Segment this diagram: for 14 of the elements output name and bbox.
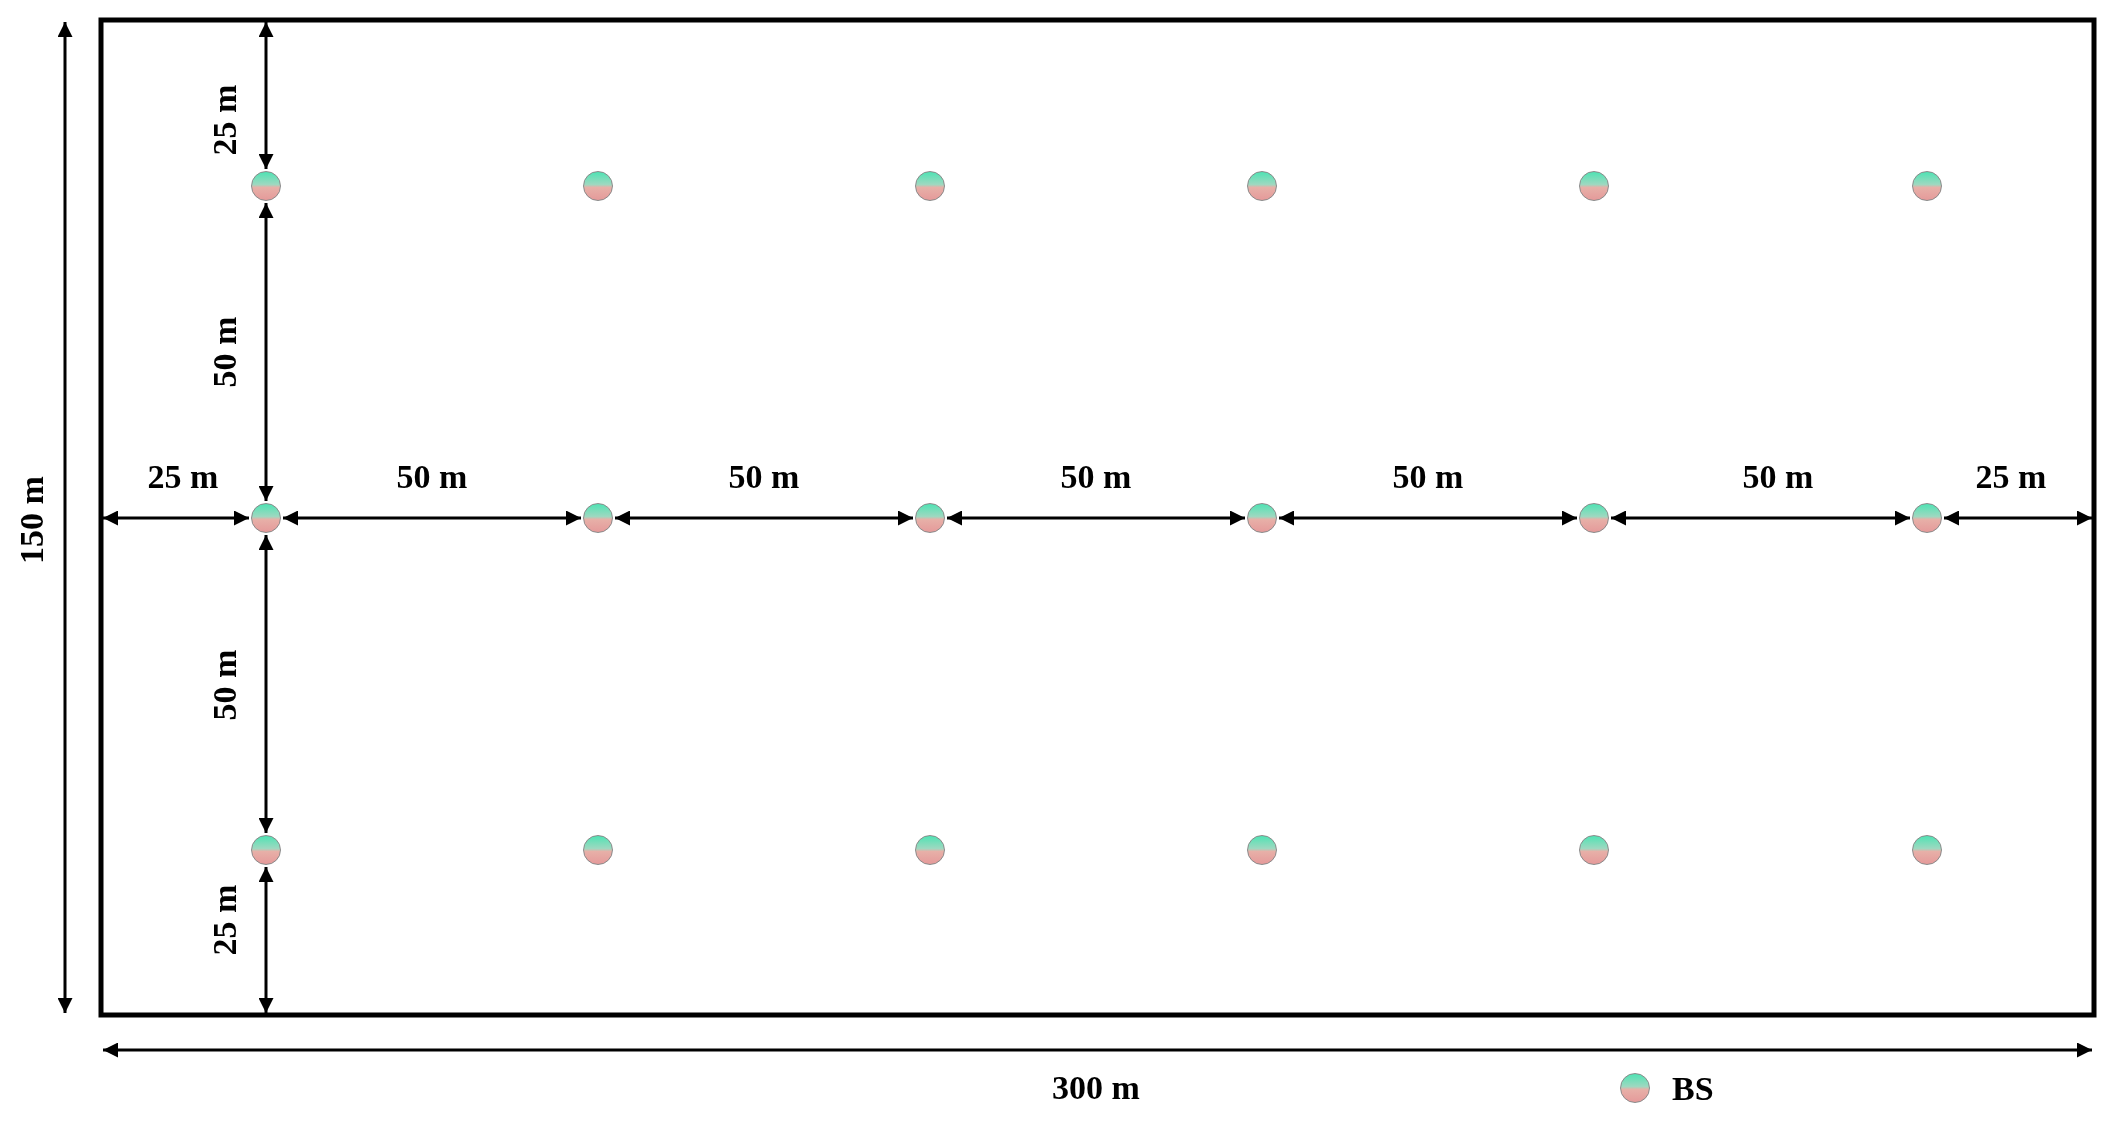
dimension-label: 50 m	[207, 649, 242, 721]
dimension-label: 50 m	[1392, 460, 1464, 494]
dimension-label: 25 m	[207, 84, 242, 156]
dimension-label: 150 m	[14, 476, 49, 564]
dimension-label: 25 m	[147, 460, 219, 494]
dimension-label: 50 m	[1060, 460, 1132, 494]
dimension-label: 300 m	[1052, 1071, 1140, 1105]
dimension-label: 25 m	[1975, 460, 2047, 494]
dimension-label: 50 m	[396, 460, 468, 494]
dimension-label: 50 m	[1742, 460, 1814, 494]
dimension-label: 50 m	[207, 316, 242, 388]
legend-label: BS	[1672, 1072, 1714, 1106]
dimension-label: 25 m	[207, 884, 242, 956]
dimension-label: 50 m	[728, 460, 800, 494]
